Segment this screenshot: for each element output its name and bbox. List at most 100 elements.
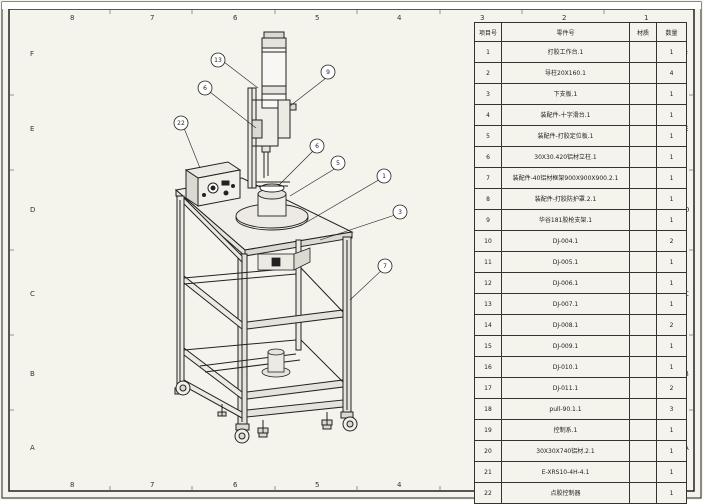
bom-cell-part: 导柱20X160.1 (501, 62, 630, 84)
bom-cell-part: 打胶工作台.1 (501, 41, 630, 63)
bom-header-part: 零件号 (501, 22, 630, 42)
part-balloons (173, 52, 408, 274)
bom-cell-qty: 3 (656, 398, 687, 420)
bom-cell-qty: 1 (656, 188, 687, 210)
balloon-label: 6 (315, 143, 319, 150)
balloon-circle (197, 80, 213, 96)
bom-cell-item: 7 (474, 167, 502, 189)
bom-cell-qty: 4 (656, 62, 687, 84)
zone-label-left: E (30, 125, 35, 133)
bom-cell-qty: 1 (656, 419, 687, 441)
bom-cell-part: DJ-006.1 (501, 272, 630, 294)
bom-cell-material (629, 125, 657, 147)
balloon-label: 6 (203, 85, 207, 92)
zone-label-left: A (30, 444, 35, 452)
bom-cell-qty: 1 (656, 356, 687, 378)
bom-cell-material (629, 377, 657, 399)
balloon-label: 3 (398, 209, 402, 216)
bom-header-material: 材质 (629, 22, 657, 42)
zone-label-left: C (30, 290, 35, 298)
bom-cell-item: 3 (474, 83, 502, 105)
zone-label-bottom: 8 (70, 481, 75, 489)
zone-label-bottom: 5 (315, 481, 320, 489)
casters (174, 380, 358, 444)
bom-cell-part: 点胶控制器 (501, 482, 630, 504)
bom-header-row: 项目号 零件号 材质 数量 (474, 22, 687, 42)
dispensing-column (247, 31, 297, 189)
bom-cell-part: DJ-009.1 (501, 335, 630, 357)
upright-back-right (295, 239, 302, 351)
bom-cell-part: DJ-011.1 (501, 377, 630, 399)
dispensing-station (235, 181, 309, 231)
bom-cell-qty: 1 (656, 251, 687, 273)
bom-cell-part: E-XRS10-4H-4.1 (501, 461, 630, 483)
bom-cell-item: 4 (474, 104, 502, 126)
zone-label-top: 7 (150, 14, 155, 22)
bom-cell-part: 30X30X740铝材.2.1 (501, 440, 630, 462)
zone-ticks (9, 9, 694, 491)
bom-cell-qty: 1 (656, 146, 687, 168)
bom-cell-material (629, 188, 657, 210)
bom-cell-material (629, 104, 657, 126)
bom-cell-material (629, 83, 657, 105)
bom-cell-qty: 2 (656, 377, 687, 399)
bom-cell-part: 下支板.1 (501, 83, 630, 105)
bom-cell-material (629, 335, 657, 357)
bom-cell-part: DJ-008.1 (501, 314, 630, 336)
balloon-labels: 13 9 6 22 6 5 1 3 7 (177, 57, 402, 270)
bom-cell-part: pull-90.1.1 (501, 398, 630, 420)
bom-cell-qty: 1 (656, 83, 687, 105)
bom-cell-material (629, 293, 657, 315)
bom-cell-item: 16 (474, 356, 502, 378)
bom-cell-item: 2 (474, 62, 502, 84)
zone-label-bottom: 7 (150, 481, 155, 489)
bom-cell-material (629, 272, 657, 294)
bom-cell-qty: 2 (656, 314, 687, 336)
bom-header-qty: 数量 (656, 22, 687, 42)
bom-cell-qty: 1 (656, 104, 687, 126)
bom-cell-material (629, 314, 657, 336)
balloon-circle (309, 138, 325, 154)
bom-cell-material (629, 398, 657, 420)
bom-cell-part: DJ-005.1 (501, 251, 630, 273)
bom-cell-item: 15 (474, 335, 502, 357)
zone-label-top: 1 (644, 14, 649, 22)
bom-header-item: 项目号 (474, 22, 502, 42)
bom-cell-item: 11 (474, 251, 502, 273)
balloon-label: 1 (382, 173, 386, 180)
bom-cell-item: 9 (474, 209, 502, 231)
zone-label-top: 2 (562, 14, 567, 22)
bom-cell-part: DJ-004.1 (501, 230, 630, 252)
balloon-label: 22 (177, 120, 185, 127)
bom-cell-material (629, 167, 657, 189)
zone-label-left: D (30, 206, 36, 214)
balloon-circle (376, 168, 392, 184)
bom-cell-material (629, 146, 657, 168)
bom-cell-qty: 1 (656, 167, 687, 189)
bom-cell-qty: 1 (656, 125, 687, 147)
bom-cell-qty: 1 (656, 293, 687, 315)
leader-lines (183, 61, 399, 301)
zone-label-top: 3 (480, 14, 485, 22)
bom-cell-material (629, 209, 657, 231)
bom-cell-item: 21 (474, 461, 502, 483)
bom-cell-qty: 2 (656, 230, 687, 252)
zone-label-top: 4 (397, 14, 402, 22)
balloon-label: 13 (214, 57, 222, 64)
lower-mechanism (257, 247, 311, 378)
